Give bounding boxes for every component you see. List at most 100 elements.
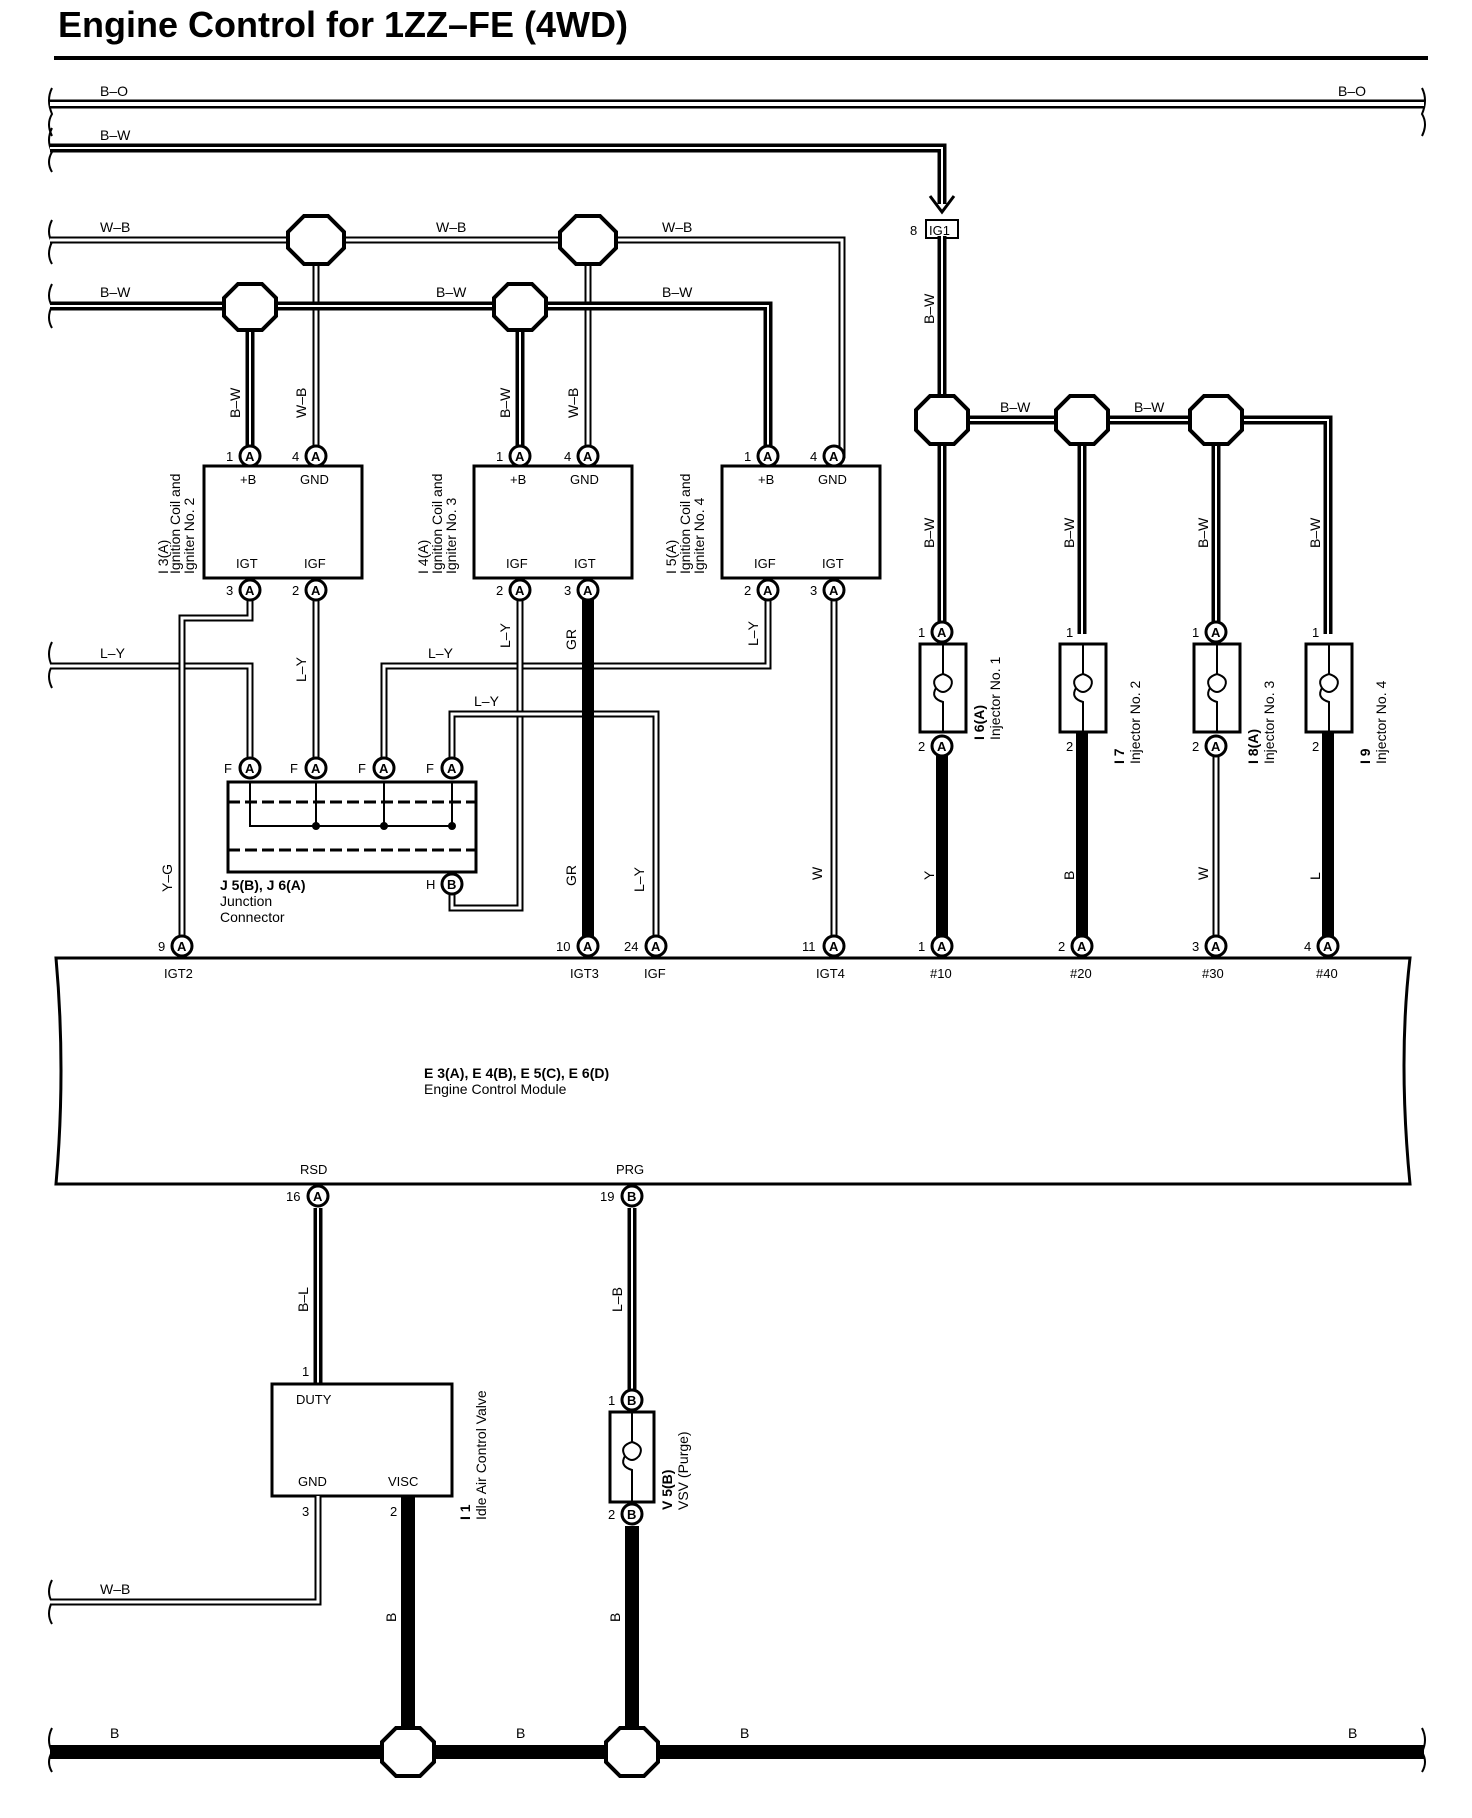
bus-b-ground: B B B B (48, 1725, 1426, 1778)
svg-text:A: A (311, 583, 321, 598)
svg-text:11: 11 (802, 939, 816, 954)
svg-text:A: A (1211, 625, 1221, 640)
ignition-coil-3: +B GND IGF IGT I 4(A) Ignition Coil and … (415, 464, 634, 580)
idle-air-control-valve: DUTY GND VISC I 1 Idle Air Control Valve… (270, 1382, 489, 1520)
svg-text:A: A (311, 761, 321, 776)
svg-text:I 1: I 1 (457, 1504, 473, 1520)
svg-text:B: B (110, 1725, 119, 1741)
injector-3: I 8(A) Injector No. 3 (1192, 642, 1277, 764)
svg-text:GND: GND (300, 472, 329, 487)
svg-text:#30: #30 (1202, 966, 1224, 981)
svg-text:A: A (379, 761, 389, 776)
injector-4: I 9 Injector No. 4 (1304, 642, 1389, 764)
svg-text:W–B: W–B (293, 388, 309, 418)
svg-text:I 8(A): I 8(A) (1245, 729, 1261, 764)
svg-text:A: A (515, 583, 525, 598)
svg-text:2: 2 (744, 583, 751, 598)
injector-2: I 7 Injector No. 2 (1058, 642, 1143, 764)
svg-text:IGF: IGF (304, 556, 326, 571)
svg-text:B–W: B–W (227, 387, 243, 418)
svg-text:GR: GR (563, 629, 579, 650)
svg-text:+B: +B (758, 472, 774, 487)
svg-text:H: H (426, 877, 435, 892)
svg-text:A: A (937, 939, 947, 954)
svg-text:4: 4 (810, 449, 817, 464)
svg-text:RSD: RSD (300, 1162, 327, 1177)
svg-text:A: A (1323, 939, 1333, 954)
svg-text:Engine Control Module: Engine Control Module (424, 1081, 567, 1097)
svg-text:B–W: B–W (1134, 399, 1165, 415)
svg-text:+B: +B (510, 472, 526, 487)
svg-text:1: 1 (1312, 625, 1319, 640)
svg-text:VISC: VISC (388, 1474, 418, 1489)
svg-text:I 7: I 7 (1111, 748, 1127, 764)
svg-text:3: 3 (226, 583, 233, 598)
svg-text:3: 3 (564, 583, 571, 598)
splice-point (380, 1726, 436, 1778)
svg-text:4: 4 (1304, 939, 1311, 954)
svg-text:A: A (515, 449, 525, 464)
svg-text:B: B (1061, 871, 1077, 880)
svg-text:A: A (763, 449, 773, 464)
svg-text:A: A (177, 939, 187, 954)
svg-text:W: W (809, 866, 825, 880)
svg-text:Injector No. 1: Injector No. 1 (987, 657, 1003, 740)
wire-igt4: W (809, 590, 838, 944)
svg-text:L–Y: L–Y (474, 693, 500, 709)
injector-signal-wires: Y B W L A 2 2 A 2 2 (918, 732, 1334, 944)
svg-text:W–B: W–B (100, 1581, 130, 1597)
svg-text:A: A (1211, 739, 1221, 754)
svg-text:B–L: B–L (295, 1287, 311, 1312)
svg-text:A: A (583, 449, 593, 464)
svg-text:IGT: IGT (822, 556, 844, 571)
ecm-upper-pins: A 9 IGT2 A 10 IGT3 A 24 IGF A 11 IGT4 A … (158, 934, 1340, 981)
wire-coil2-igf: L–Y (293, 590, 320, 768)
svg-text:A: A (1211, 939, 1221, 954)
splice-point (492, 282, 548, 332)
svg-text:#40: #40 (1316, 966, 1338, 981)
svg-text:Y–G: Y–G (159, 864, 175, 892)
svg-text:16: 16 (286, 1189, 300, 1204)
svg-text:E 3(A), E 4(B), E 5(C), E 6(D): E 3(A), E 4(B), E 5(C), E 6(D) (424, 1065, 609, 1081)
bus-b-w-top: B–W (48, 127, 956, 215)
svg-text:2: 2 (918, 739, 925, 754)
svg-text:IGT4: IGT4 (816, 966, 845, 981)
svg-text:Y: Y (921, 870, 937, 880)
wire-label: B–O (1338, 83, 1366, 99)
svg-text:V 5(B): V 5(B) (659, 1470, 675, 1510)
wire-label: B–W (100, 284, 131, 300)
svg-text:B: B (447, 877, 456, 892)
svg-text:GND: GND (818, 472, 847, 487)
svg-text:GND: GND (570, 472, 599, 487)
svg-text:B: B (1348, 1725, 1357, 1741)
svg-text:IGF: IGF (506, 556, 528, 571)
svg-text:IGT: IGT (236, 556, 258, 571)
svg-text:3: 3 (302, 1504, 309, 1519)
junction-connector: J 5(B), J 6(A) Junction Connector A F A … (220, 756, 478, 925)
svg-text:W–B: W–B (565, 388, 581, 418)
svg-text:L: L (1307, 872, 1323, 880)
svg-text:L–B: L–B (609, 1287, 625, 1312)
svg-text:A: A (937, 739, 947, 754)
svg-text:1: 1 (302, 1364, 309, 1379)
svg-text:2: 2 (496, 583, 503, 598)
svg-text:B: B (516, 1725, 525, 1741)
svg-text:A: A (583, 939, 593, 954)
svg-text:1: 1 (496, 449, 503, 464)
wire-igf: L–Y L–Y (448, 693, 660, 944)
svg-text:A: A (447, 761, 457, 776)
svg-text:F: F (290, 761, 298, 776)
svg-text:A: A (1077, 939, 1087, 954)
title-rule (54, 56, 1428, 60)
svg-text:B–W: B–W (1000, 399, 1031, 415)
svg-text:A: A (829, 583, 839, 598)
svg-text:L–Y: L–Y (631, 866, 647, 892)
svg-text:I 6(A): I 6(A) (971, 705, 987, 740)
coil-bottom-pins: A 3 A 2 A 2 A 3 A 2 A 3 (226, 578, 846, 602)
svg-text:A: A (937, 625, 947, 640)
svg-text:3: 3 (810, 583, 817, 598)
svg-text:A: A (245, 449, 255, 464)
coil-top-pins: A 1 A 4 A 1 A 4 A 1 A 4 (226, 444, 846, 468)
svg-text:B: B (627, 1393, 636, 1408)
